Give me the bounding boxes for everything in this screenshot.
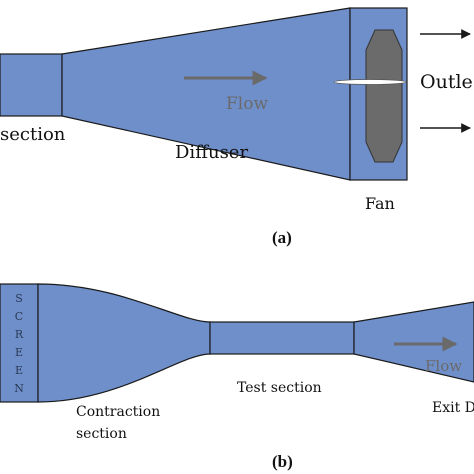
- screen-letter: N: [14, 382, 24, 395]
- screen-letter: S: [15, 292, 23, 305]
- test-section-body-a: [0, 53, 63, 117]
- screen-letter: R: [15, 328, 24, 341]
- outlet-label: Outle: [420, 71, 473, 93]
- exit-label: Exit D: [432, 400, 474, 416]
- fan-blade-icon: [365, 29, 403, 163]
- figure-a: Flow Outle section Diffuser Fan (a): [0, 7, 473, 247]
- contraction-label-line2: section: [76, 426, 127, 442]
- caption-b: (b): [272, 452, 293, 471]
- test-section-body-b: [209, 321, 355, 355]
- exit-diffuser-body: [353, 301, 474, 383]
- fan-shaft: [333, 79, 407, 85]
- screen-letter: E: [15, 346, 23, 359]
- contraction-label-line1: Contraction: [76, 404, 160, 420]
- section-label-a: section: [0, 124, 66, 145]
- figure-b: S C R E E N Flow Contraction section Tes…: [0, 283, 474, 471]
- caption-a: (a): [272, 228, 292, 247]
- test-section-label: Test section: [237, 380, 322, 396]
- screen-letter: E: [15, 364, 23, 377]
- flow-label-b: Flow: [425, 357, 462, 375]
- screen-letter: C: [15, 310, 23, 323]
- fan-label: Fan: [365, 194, 395, 213]
- diffuser-label: Diffuser: [175, 142, 248, 163]
- contraction-body: [37, 283, 211, 403]
- flow-label-a: Flow: [226, 94, 268, 114]
